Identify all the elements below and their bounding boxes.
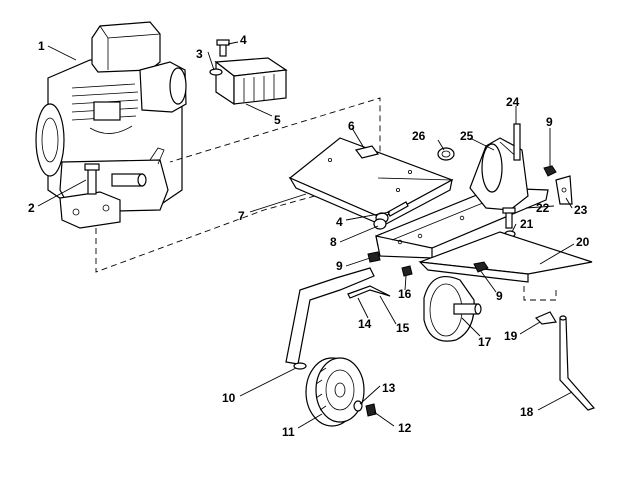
bolt-and-spacer-middle (373, 201, 409, 230)
callout-9-left: 9 (336, 259, 343, 273)
callout-labels: 1 2 3 4 4 5 6 7 8 9 9 9 10 11 12 13 14 1… (28, 33, 590, 439)
callout-22: 22 (536, 201, 550, 215)
callout-13: 13 (382, 381, 396, 395)
nut-16 (401, 265, 413, 277)
callout-14: 14 (358, 317, 372, 331)
wheel (305, 357, 365, 427)
callout-1: 1 (38, 39, 45, 53)
callout-16: 16 (398, 287, 412, 301)
callout-4-top: 4 (240, 33, 247, 47)
bolt-and-washer-frame (502, 207, 516, 238)
callout-9-right: 9 (546, 115, 553, 129)
drag-stake (559, 315, 596, 411)
tine-assembly (423, 276, 482, 342)
wheel-arm (285, 267, 375, 370)
callout-10: 10 (222, 391, 236, 405)
engine-assembly (35, 21, 187, 229)
callout-5: 5 (274, 113, 281, 127)
callout-24: 24 (506, 95, 520, 109)
rear-shield (418, 231, 593, 283)
shield-plate (288, 137, 454, 228)
callout-9-center: 9 (496, 289, 503, 303)
callout-11: 11 (282, 425, 295, 439)
nut-9-left (367, 251, 381, 263)
callout-17: 17 (478, 335, 492, 349)
washer-13 (353, 400, 363, 412)
callout-12: 12 (398, 421, 412, 435)
callout-8: 8 (330, 235, 337, 249)
callout-21: 21 (520, 217, 534, 231)
callout-18: 18 (520, 405, 534, 419)
callout-3: 3 (196, 47, 203, 61)
callout-7: 7 (238, 209, 245, 223)
leader-lines (37, 41, 575, 429)
guard-plate (214, 57, 288, 106)
callout-23: 23 (574, 203, 588, 217)
callout-25: 25 (460, 129, 474, 143)
callout-15: 15 (396, 321, 410, 335)
callout-2: 2 (28, 201, 35, 215)
callout-26: 26 (412, 129, 426, 143)
bolt-and-washer-top (209, 39, 230, 76)
main-frame (375, 123, 573, 259)
callout-20: 20 (576, 235, 590, 249)
callout-19: 19 (504, 329, 518, 343)
rear-shield-drop (523, 286, 557, 301)
hairpin-clip (347, 285, 391, 299)
callout-6: 6 (348, 119, 355, 133)
callout-4-middle: 4 (336, 215, 343, 229)
nut-12 (365, 403, 377, 417)
